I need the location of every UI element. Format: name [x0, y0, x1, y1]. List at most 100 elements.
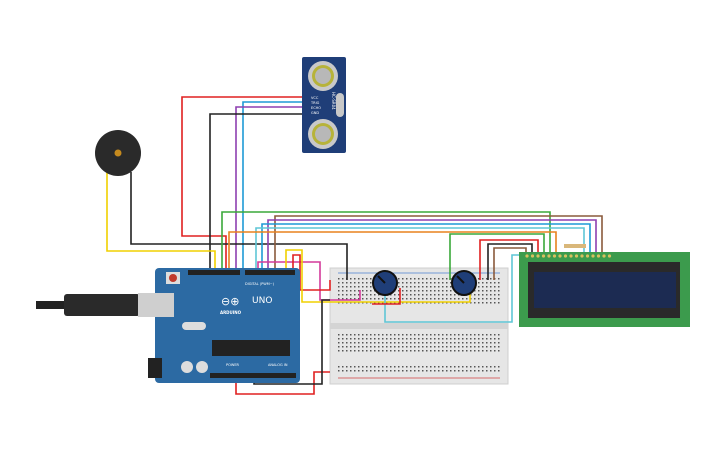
breadboard-hole [350, 370, 352, 372]
breadboard-hole [462, 350, 464, 352]
breadboard-hole [438, 334, 440, 336]
breadboard-hole [390, 294, 392, 296]
breadboard-hole [466, 338, 468, 340]
breadboard-hole [434, 334, 436, 336]
breadboard-hole [418, 282, 420, 284]
breadboard-hole [442, 294, 444, 296]
breadboard-hole [418, 370, 420, 372]
breadboard-hole [450, 370, 452, 372]
sensor-pin-trig: TRIG [310, 101, 320, 105]
breadboard-hole [490, 370, 492, 372]
breadboard-hole [442, 350, 444, 352]
breadboard-hole [354, 370, 356, 372]
breadboard-hole [374, 298, 376, 300]
sensor-pin-echo: ECHO [311, 106, 321, 110]
breadboard-hole [434, 290, 436, 292]
breadboard-hole [394, 350, 396, 352]
sensor-model: HC-SR04 [331, 92, 336, 110]
breadboard-hole [386, 346, 388, 348]
breadboard-hole [426, 342, 428, 344]
breadboard-hole [374, 370, 376, 372]
breadboard-hole [470, 334, 472, 336]
breadboard-hole [478, 298, 480, 300]
breadboard-hole [462, 370, 464, 372]
breadboard-hole [430, 370, 432, 372]
breadboard-hole [370, 286, 372, 288]
breadboard-hole [362, 338, 364, 340]
breadboard-hole [374, 366, 376, 368]
breadboard-hole [498, 342, 500, 344]
breadboard-hole [426, 370, 428, 372]
breadboard-hole [346, 334, 348, 336]
breadboard-hole [350, 278, 352, 280]
potentiometer-2 [451, 270, 477, 296]
breadboard-hole [470, 366, 472, 368]
breadboard-hole [430, 294, 432, 296]
breadboard-hole [386, 338, 388, 340]
breadboard-hole [362, 346, 364, 348]
breadboard-hole [382, 350, 384, 352]
breadboard-hole [342, 338, 344, 340]
breadboard-hole [354, 298, 356, 300]
wire-lcd-purple [267, 219, 597, 272]
breadboard-hole [442, 334, 444, 336]
breadboard-hole [478, 370, 480, 372]
breadboard-hole [406, 298, 408, 300]
breadboard-hole [354, 366, 356, 368]
breadboard-hole [446, 298, 448, 300]
breadboard-hole [374, 350, 376, 352]
breadboard-hole [418, 290, 420, 292]
breadboard-hole [414, 298, 416, 300]
breadboard-hole [390, 334, 392, 336]
breadboard-hole [450, 286, 452, 288]
breadboard-hole [342, 294, 344, 296]
breadboard-hole [478, 294, 480, 296]
breadboard-hole [370, 342, 372, 344]
breadboard-hole [486, 346, 488, 348]
lcd-pin [558, 254, 562, 258]
breadboard-hole [454, 294, 456, 296]
breadboard-hole [458, 370, 460, 372]
breadboard-hole [490, 278, 492, 280]
breadboard-hole [418, 334, 420, 336]
lcd-pin [525, 254, 529, 258]
breadboard-hole [394, 366, 396, 368]
breadboard-hole [402, 298, 404, 300]
breadboard-hole [350, 346, 352, 348]
wire-sensor-vcc [181, 96, 302, 272]
breadboard-hole [442, 286, 444, 288]
breadboard-hole [474, 370, 476, 372]
breadboard-hole [490, 294, 492, 296]
breadboard-hole [378, 370, 380, 372]
breadboard-hole [442, 370, 444, 372]
breadboard-hole [482, 346, 484, 348]
breadboard-hole [450, 346, 452, 348]
breadboard-hole [474, 346, 476, 348]
breadboard [329, 267, 509, 385]
breadboard-hole [346, 342, 348, 344]
breadboard-hole [346, 294, 348, 296]
breadboard-hole [346, 370, 348, 372]
sensor-pin-gnd: GND [311, 111, 319, 115]
breadboard-hole [402, 338, 404, 340]
arduino-logo-icon: ⊖⊕ [221, 295, 239, 308]
breadboard-hole [450, 338, 452, 340]
breadboard-hole [458, 334, 460, 336]
breadboard-hole [422, 282, 424, 284]
breadboard-hole [342, 334, 344, 336]
breadboard-hole [350, 294, 352, 296]
breadboard-hole [338, 294, 340, 296]
wire-sensor-gnd [209, 113, 302, 272]
breadboard-hole [410, 298, 412, 300]
breadboard-hole [394, 346, 396, 348]
breadboard-hole [470, 342, 472, 344]
breadboard-hole [414, 334, 416, 336]
breadboard-hole [422, 278, 424, 280]
breadboard-hole [442, 298, 444, 300]
breadboard-hole [486, 366, 488, 368]
breadboard-hole [406, 346, 408, 348]
arduino-uno: ARDUINO UNO DIGITAL (PWM~) POWER ANALOG … [138, 268, 300, 383]
breadboard-hole [354, 282, 356, 284]
wires [106, 96, 603, 395]
